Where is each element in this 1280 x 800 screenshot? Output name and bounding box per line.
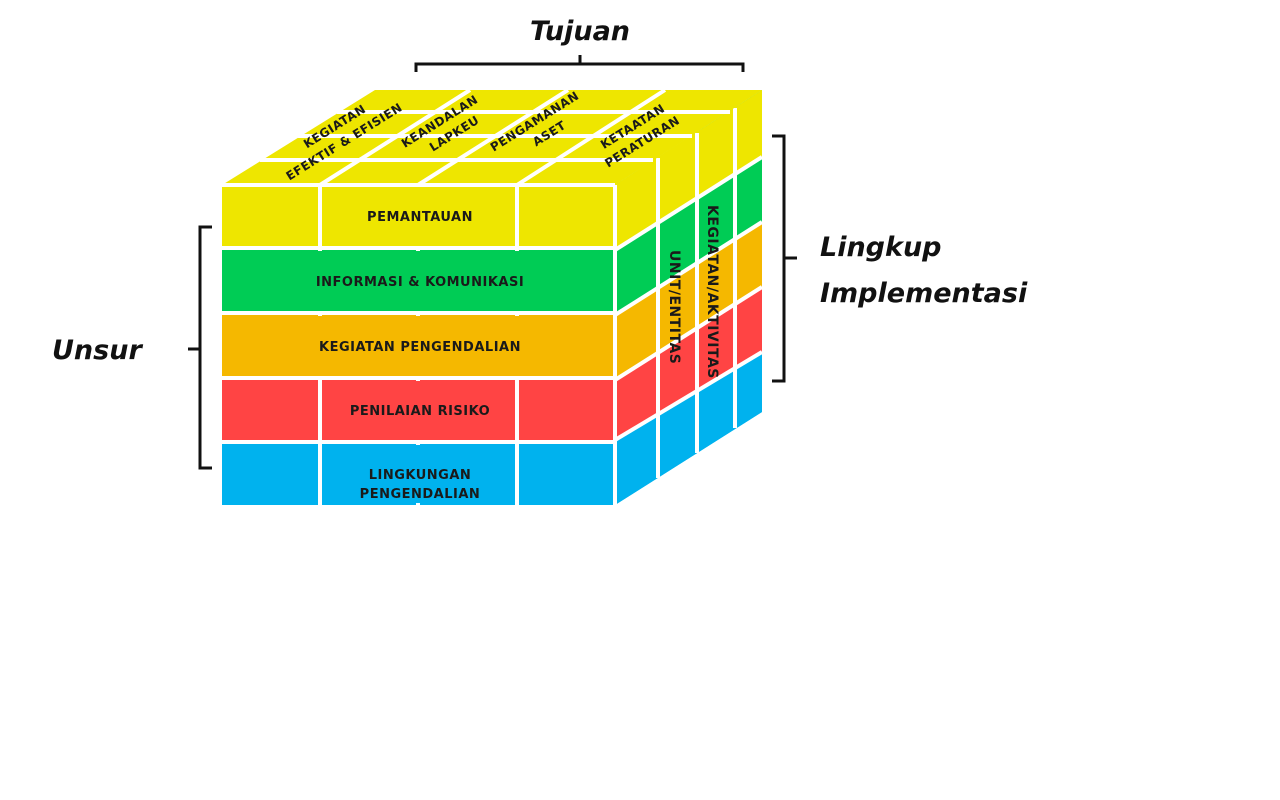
top-dline-2 [416, 88, 570, 187]
unsur-label: Unsur [52, 335, 143, 366]
row-label-pemantauan: PEMANTAUAN [367, 210, 473, 225]
side-hline-4 [613, 350, 764, 442]
row-label-informasi-komunikasi: INFORMASI & KOMUNIKASI [316, 275, 524, 290]
row-label-pengendalian: PENGENDALIAN [360, 487, 481, 502]
lingkup-bracket-line [772, 134, 786, 383]
side-orange-band [615, 222, 762, 380]
top-dline-1 [318, 88, 472, 187]
top-dline-3 [515, 88, 667, 187]
cube-side-face: UNIT/ENTITAS KEGIATAN/AKTIVITAS [613, 90, 764, 505]
side-hline-3 [613, 285, 764, 382]
lingkup-label-line1: Lingkup [820, 232, 942, 263]
side-hline-2 [613, 220, 764, 317]
front-row-4-label-bg [322, 381, 515, 440]
cube-front-face: PEMANTAUAN INFORMASI & KOMUNIKASI KEGIAT… [222, 183, 617, 505]
front-row-2-label-bg [270, 251, 565, 311]
row-label-penilaian-risiko: PENILAIAN RISIKO [350, 404, 490, 419]
front-row-1-label-bg [322, 187, 515, 246]
side-blue-band [615, 352, 762, 505]
side-label-unit-entitas: UNIT/ENTITAS [666, 250, 682, 364]
unsur-bracket [188, 225, 212, 470]
front-row-3-label-bg [280, 316, 555, 376]
lingkup-bracket [772, 134, 797, 383]
row-label-lingkungan: LINGKUNGAN [369, 468, 472, 483]
side-label-kegiatan-aktivitas: KEGIATAN/AKTIVITAS [704, 205, 720, 379]
cube-top-face: KEGIATAN EFEKTIF & EFISIEN KEANDALAN LAP… [222, 88, 762, 187]
side-red-band [615, 287, 762, 440]
unsur-bracket-line [198, 225, 212, 470]
front-row-5-label-bg [322, 445, 515, 503]
side-top-band [615, 90, 762, 250]
side-green-band [615, 157, 762, 315]
row-label-kegiatan-pengendalian: KEGIATAN PENGENDALIAN [319, 340, 521, 355]
side-hline-1 [613, 155, 764, 252]
tujuan-label: Tujuan [530, 16, 630, 47]
lingkup-label-line2: Implementasi [820, 278, 1028, 309]
tujuan-bracket [414, 55, 745, 72]
tujuan-bracket-line [414, 62, 745, 72]
